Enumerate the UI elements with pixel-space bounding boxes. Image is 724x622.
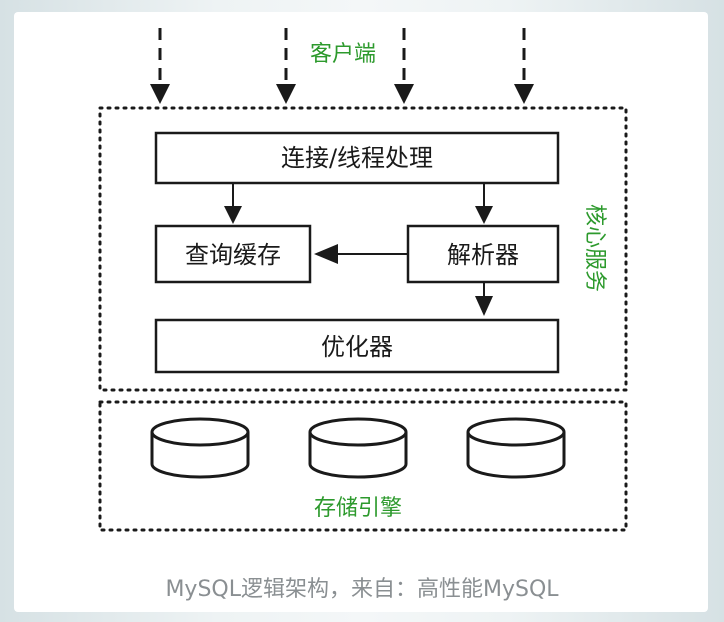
core-services-frame: [98, 106, 628, 392]
parser-label: 解析器: [447, 241, 519, 269]
storage-engine-frame: [98, 400, 628, 532]
optimizer-label: 优化器: [321, 333, 393, 361]
client-arrow-4-head: [514, 84, 534, 104]
arrow-parser-to-optimizer-head: [475, 296, 493, 316]
figure-caption: MySQL逻辑架构，来自：高性能MySQL: [165, 577, 559, 602]
core-services-label: 核心服务: [582, 204, 607, 292]
query-cache-box: [154, 224, 312, 284]
storage-cylinder-3: [466, 417, 566, 479]
client-arrow-3-head: [394, 84, 414, 104]
client-arrow-1-head: [150, 84, 170, 104]
arrow-connection-to-cache-head: [224, 206, 242, 224]
arrow-connection-to-parser-head: [475, 206, 493, 224]
arrow-parser-to-cache-head: [314, 244, 338, 264]
client-arrows: [150, 28, 534, 104]
optimizer-box: [154, 318, 560, 374]
storage-engine-label: 存储引擎: [314, 496, 402, 521]
query-cache-label: 查询缓存: [185, 241, 281, 269]
diagram-canvas: [14, 12, 708, 612]
watermark: @稀土掘金技术社区: [571, 588, 706, 606]
client-arrow-2-head: [276, 84, 296, 104]
connection-box: [154, 131, 560, 185]
client-label: 客户端: [310, 42, 376, 67]
connection-label: 连接/线程处理: [281, 144, 433, 172]
storage-cylinder-2: [308, 417, 408, 479]
storage-cylinder-1: [150, 417, 250, 479]
